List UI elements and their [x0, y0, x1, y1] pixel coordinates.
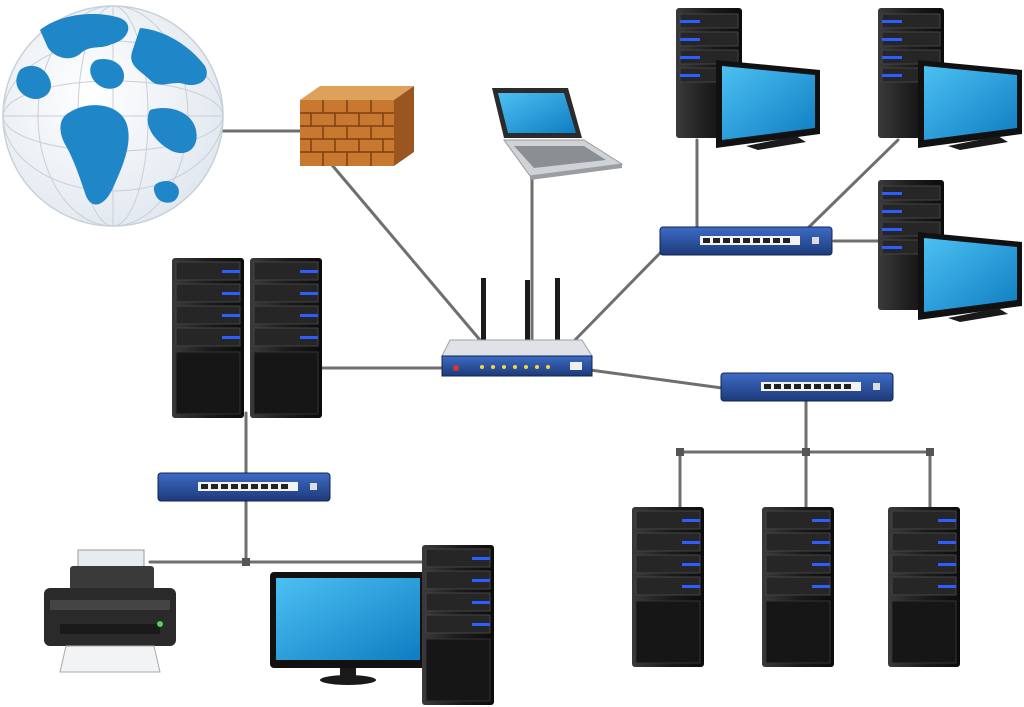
cable-router-switch-middle: [588, 368, 724, 390]
network-switch-icon: [157, 472, 331, 502]
brick-firewall-icon: [300, 86, 414, 166]
laptop-icon: [492, 88, 624, 180]
server-tower-icon: [887, 506, 961, 668]
server-tower-icon: [171, 257, 323, 419]
printer-icon: [44, 549, 176, 673]
cables: [148, 129, 932, 564]
network-switch-icon: [720, 372, 894, 402]
cable-switch-workstation-2: [806, 138, 900, 230]
server-tower-icon: [631, 506, 705, 668]
network-switch-icon: [659, 226, 833, 256]
desktop-workstation-icon: [877, 7, 1023, 151]
desktop-workstation-icon: [270, 544, 495, 706]
server-tower-icon: [761, 506, 835, 668]
cable-firewall-router: [330, 163, 482, 342]
desktop-workstation-icon: [877, 179, 1023, 323]
cable-router-switch-top: [573, 246, 667, 342]
globe-icon: [2, 5, 224, 227]
desktop-workstation-icon: [675, 7, 821, 151]
wireless-router-icon: [441, 278, 593, 377]
